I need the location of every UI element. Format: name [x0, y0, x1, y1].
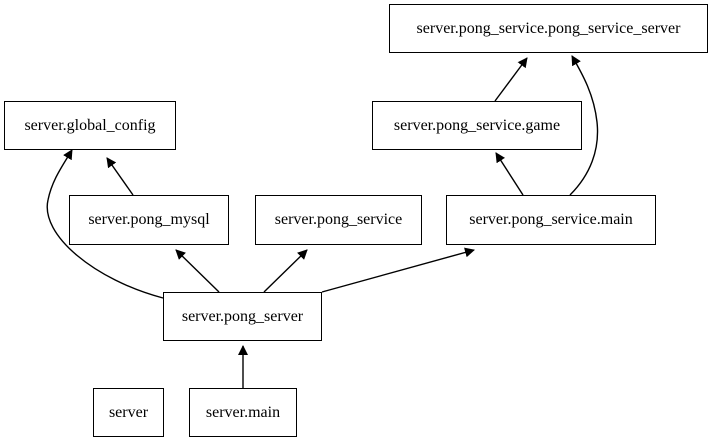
node-label: server.pong_service.pong_service_server — [416, 19, 681, 37]
node-label: server.pong_mysql — [88, 211, 210, 228]
node-label: server.pong_service.game — [393, 116, 561, 134]
node-global-config[interactable]: server.global_config — [4, 101, 176, 150]
node-label: server — [108, 403, 149, 421]
node-server[interactable]: server — [93, 388, 164, 437]
node-label: server.pong_service — [274, 211, 403, 228]
edge-pong-mysql-to-global-config — [106, 157, 134, 196]
edge-pong-server-to-pong-service-main — [321, 247, 475, 293]
node-label: server.pong_service.main — [469, 211, 633, 228]
node-pong-server[interactable]: server.pong_server — [163, 292, 322, 341]
node-pong-service-game[interactable]: server.pong_service.game — [372, 101, 582, 150]
node-pong-mysql[interactable]: server.pong_mysql — [69, 195, 229, 245]
node-main[interactable]: server.main — [189, 388, 297, 437]
node-pong-service-server[interactable]: server.pong_service.pong_service_server — [389, 4, 708, 53]
node-pong-service-main[interactable]: server.pong_service.main — [446, 195, 656, 245]
edge-pong-server-to-global-config — [46, 149, 164, 299]
node-label: server.global_config — [24, 116, 156, 134]
edge-pong-service-game-to-pong-service-server — [494, 57, 528, 102]
edge-pong-service-main-to-pong-service-game — [495, 152, 524, 196]
node-label: server.main — [205, 403, 281, 421]
node-pong-service[interactable]: server.pong_service — [255, 195, 422, 245]
node-label: server.pong_server — [181, 307, 304, 325]
edge-pong-server-to-pong-mysql — [175, 249, 220, 293]
edge-pong-server-to-pong-service — [263, 249, 308, 293]
edge-pong-service-main-to-pong-service-server — [569, 55, 599, 196]
